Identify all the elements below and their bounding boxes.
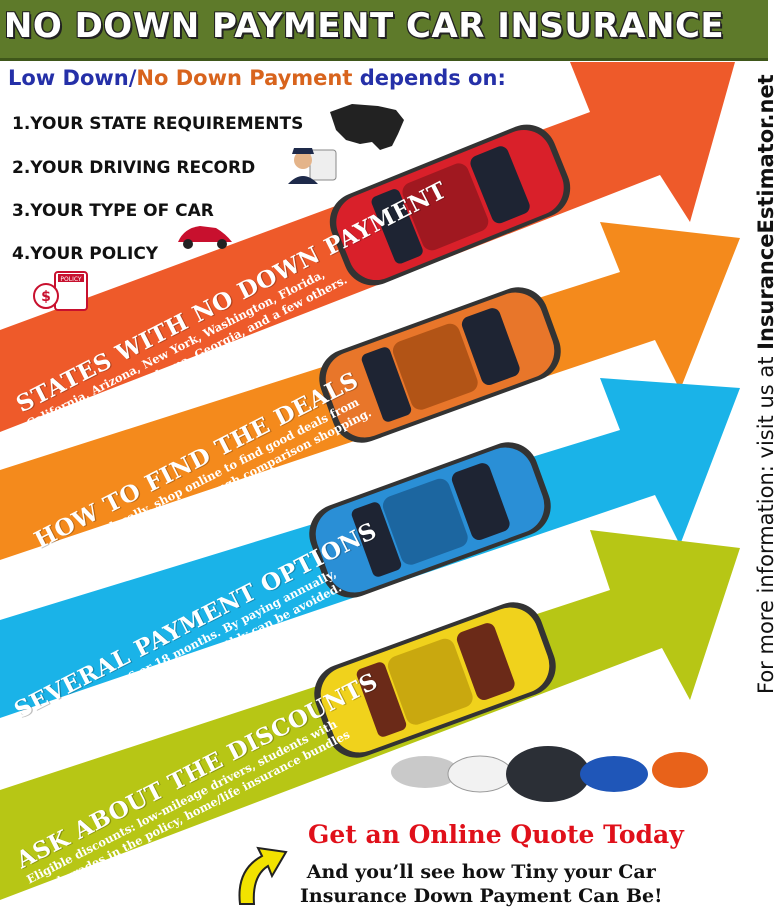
car-yellow bbox=[314, 602, 556, 758]
side-note-site[interactable]: InsuranceEstimator.net bbox=[754, 74, 778, 350]
police-officer-icon bbox=[288, 148, 337, 184]
factor-1: 1.YOUR STATE REQUIREMENTS bbox=[12, 114, 304, 134]
car-orange bbox=[319, 287, 561, 443]
factor-4: 4.YOUR POLICY bbox=[12, 244, 159, 264]
subtitle-part-1: Low Down/ bbox=[8, 66, 137, 90]
cta-line-2: Insurance Down Payment Can Be! bbox=[300, 885, 663, 907]
factor-2: 2.YOUR DRIVING RECORD bbox=[12, 158, 256, 178]
usa-map-icon bbox=[330, 104, 404, 150]
car-lineup bbox=[391, 746, 708, 802]
car-red bbox=[329, 124, 571, 286]
title-bar: NO DOWN PAYMENT CAR INSURANCE bbox=[0, 0, 768, 61]
svg-text:$: $ bbox=[41, 289, 51, 305]
subtitle: Low Down/No Down Payment depends on: bbox=[8, 66, 506, 90]
side-note: For more information: visit us at Insura… bbox=[754, 74, 778, 694]
policy-document-icon: POLICY $ bbox=[33, 271, 88, 311]
policy-icon-label: POLICY bbox=[60, 276, 82, 283]
subtitle-part-2: No Down Payment bbox=[136, 66, 353, 90]
car-blue bbox=[309, 442, 551, 598]
subtitle-part-3: depends on: bbox=[352, 66, 506, 90]
side-note-prefix: For more information: visit us at bbox=[754, 349, 778, 695]
red-car-icon bbox=[178, 226, 232, 249]
curved-arrow-icon bbox=[238, 846, 288, 905]
cta-body: And you’ll see how Tiny your Car Insuran… bbox=[300, 860, 662, 908]
page-title: NO DOWN PAYMENT CAR INSURANCE bbox=[3, 6, 725, 46]
cta-headline[interactable]: Get an Online Quote Today bbox=[308, 820, 684, 849]
cta-line-1: And you’ll see how Tiny your Car bbox=[306, 861, 656, 883]
factor-3: 3.YOUR TYPE OF CAR bbox=[12, 201, 214, 221]
